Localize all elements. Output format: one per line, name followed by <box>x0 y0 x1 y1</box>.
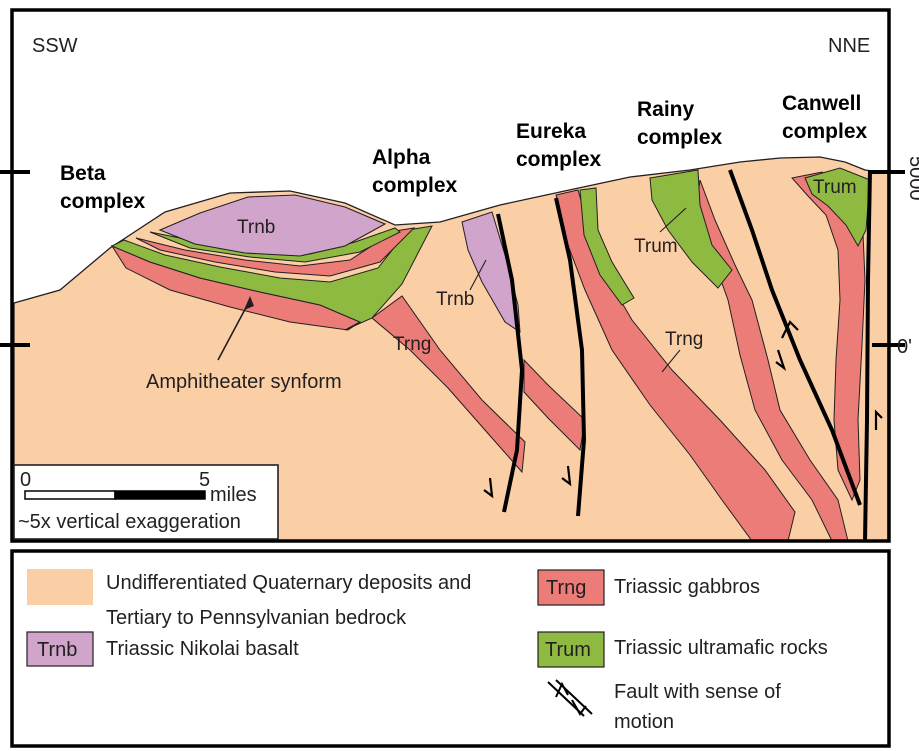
legend-trng-label: Triassic gabbros <box>614 576 760 598</box>
canwell-complex-line2: complex <box>782 120 868 143</box>
legend-trum-code: Trum <box>545 639 591 661</box>
eureka-complex-line1: Eureka <box>516 120 586 143</box>
trng-rainy-label: Trng <box>665 329 703 350</box>
beta-complex-line1: Beta <box>60 162 106 185</box>
legend-trng-code: Trng <box>546 577 586 599</box>
legend-trum-label: Triassic ultramafic rocks <box>614 637 828 659</box>
trnb-eureka-label: Trnb <box>436 289 474 310</box>
scale-segment-white <box>25 491 115 499</box>
eureka-complex-line2: complex <box>516 148 602 171</box>
trnb-main-label: Trnb <box>237 217 275 238</box>
rainy-complex-line1: Rainy <box>637 98 695 121</box>
alpha-complex-line1: Alpha <box>372 146 431 169</box>
synform-label: Amphitheater synform <box>146 371 342 393</box>
scale-start-label: 0 <box>20 469 31 491</box>
beta-complex-line2: complex <box>60 190 146 213</box>
scale-segment-black <box>115 491 205 499</box>
legend-swatch-quaternary <box>27 569 93 605</box>
scale-unit-label: miles <box>210 484 257 506</box>
elevation-5000-label: 5000' <box>905 156 919 204</box>
trng-alpha-label: Trng <box>393 334 431 355</box>
elevation-0-label: 0' <box>897 336 912 358</box>
vertical-exaggeration-note: ~5x vertical exaggeration <box>18 511 241 533</box>
legend-trnb-code: Trnb <box>37 639 77 661</box>
scale-end-label: 5 <box>199 469 210 491</box>
direction-left-label: SSW <box>32 35 78 57</box>
alpha-complex-line2: complex <box>372 174 458 197</box>
legend-fault-line2: motion <box>614 711 674 733</box>
legend-quaternary-line1: Undifferentiated Quaternary deposits and <box>106 572 471 594</box>
cross-section-panel: 5000' 0' SSW NNE Beta complex Alpha comp… <box>0 10 919 541</box>
legend-fault-line1: Fault with sense of <box>614 681 781 703</box>
legend-trnb-label: Triassic Nikolai basalt <box>106 638 299 660</box>
rainy-complex-line2: complex <box>637 126 723 149</box>
legend-panel: Undifferentiated Quaternary deposits and… <box>12 551 889 746</box>
trum-canwell-label: Trum <box>813 177 857 198</box>
direction-right-label: NNE <box>828 35 870 57</box>
trum-rainy-label: Trum <box>634 236 678 257</box>
scale-bar: 0 5 miles ~5x vertical exaggeration <box>14 465 278 539</box>
canwell-complex-line1: Canwell <box>782 92 861 115</box>
legend-quaternary-line2: Tertiary to Pennsylvanian bedrock <box>106 607 407 629</box>
